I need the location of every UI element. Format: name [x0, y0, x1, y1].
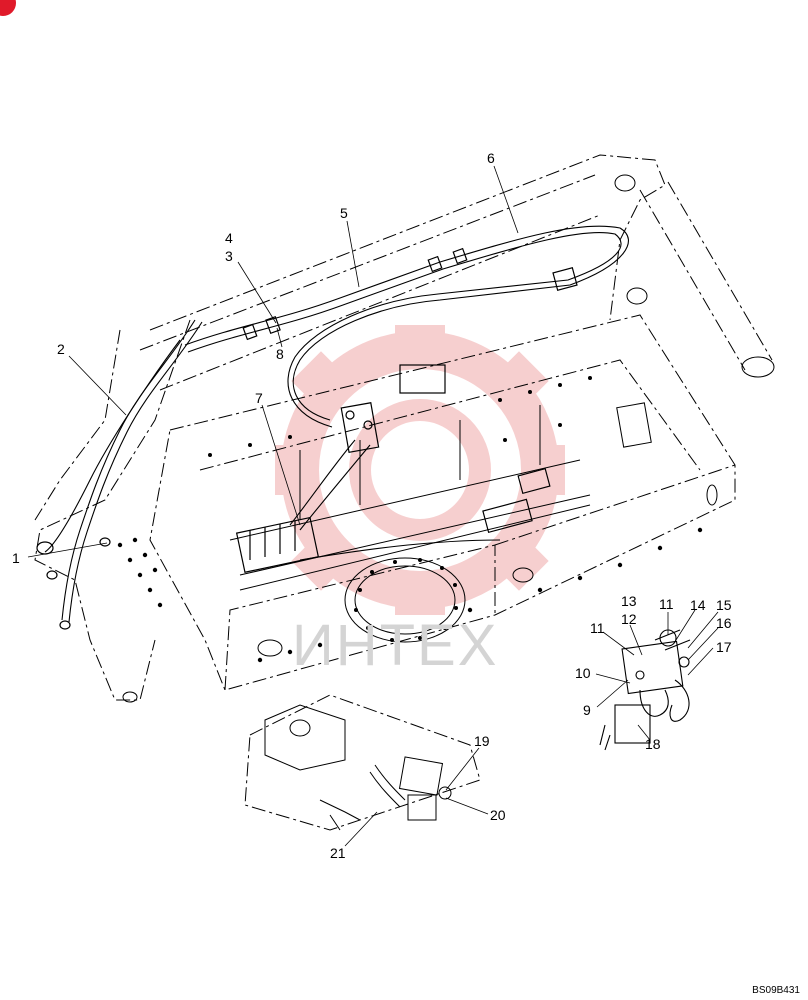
corner-badge	[0, 0, 16, 16]
callout-5: 5	[340, 205, 348, 221]
callout-6: 6	[487, 150, 495, 166]
hose-lines	[44, 225, 629, 623]
callout-20: 20	[490, 807, 506, 823]
figure-reference-code: BS09B431	[752, 985, 800, 996]
callout-7: 7	[255, 390, 263, 406]
components	[36, 247, 578, 630]
detail-view-lower	[244, 694, 481, 831]
callout-21: 21	[330, 845, 346, 861]
callout-8: 8	[276, 346, 284, 362]
callout-9: 9	[583, 702, 591, 718]
leader-lines	[27, 165, 719, 847]
callout-19: 19	[474, 733, 490, 749]
callout-18: 18	[645, 736, 661, 752]
callout-11-top: 11	[659, 596, 674, 612]
callout-17: 17	[716, 639, 732, 655]
callout-11-left: 11	[590, 620, 605, 636]
callout-16: 16	[716, 615, 732, 631]
callout-1: 1	[12, 550, 20, 566]
callout-4: 4	[225, 230, 233, 246]
watermark-text: ИНТЕХ	[292, 613, 499, 678]
callout-15: 15	[716, 597, 732, 613]
callout-13: 13	[621, 593, 637, 609]
callout-3: 3	[225, 248, 233, 264]
detail-view-right	[599, 629, 691, 751]
callout-2: 2	[57, 341, 65, 357]
callout-10: 10	[575, 665, 591, 681]
callout-14: 14	[690, 597, 706, 613]
callout-12: 12	[621, 611, 637, 627]
